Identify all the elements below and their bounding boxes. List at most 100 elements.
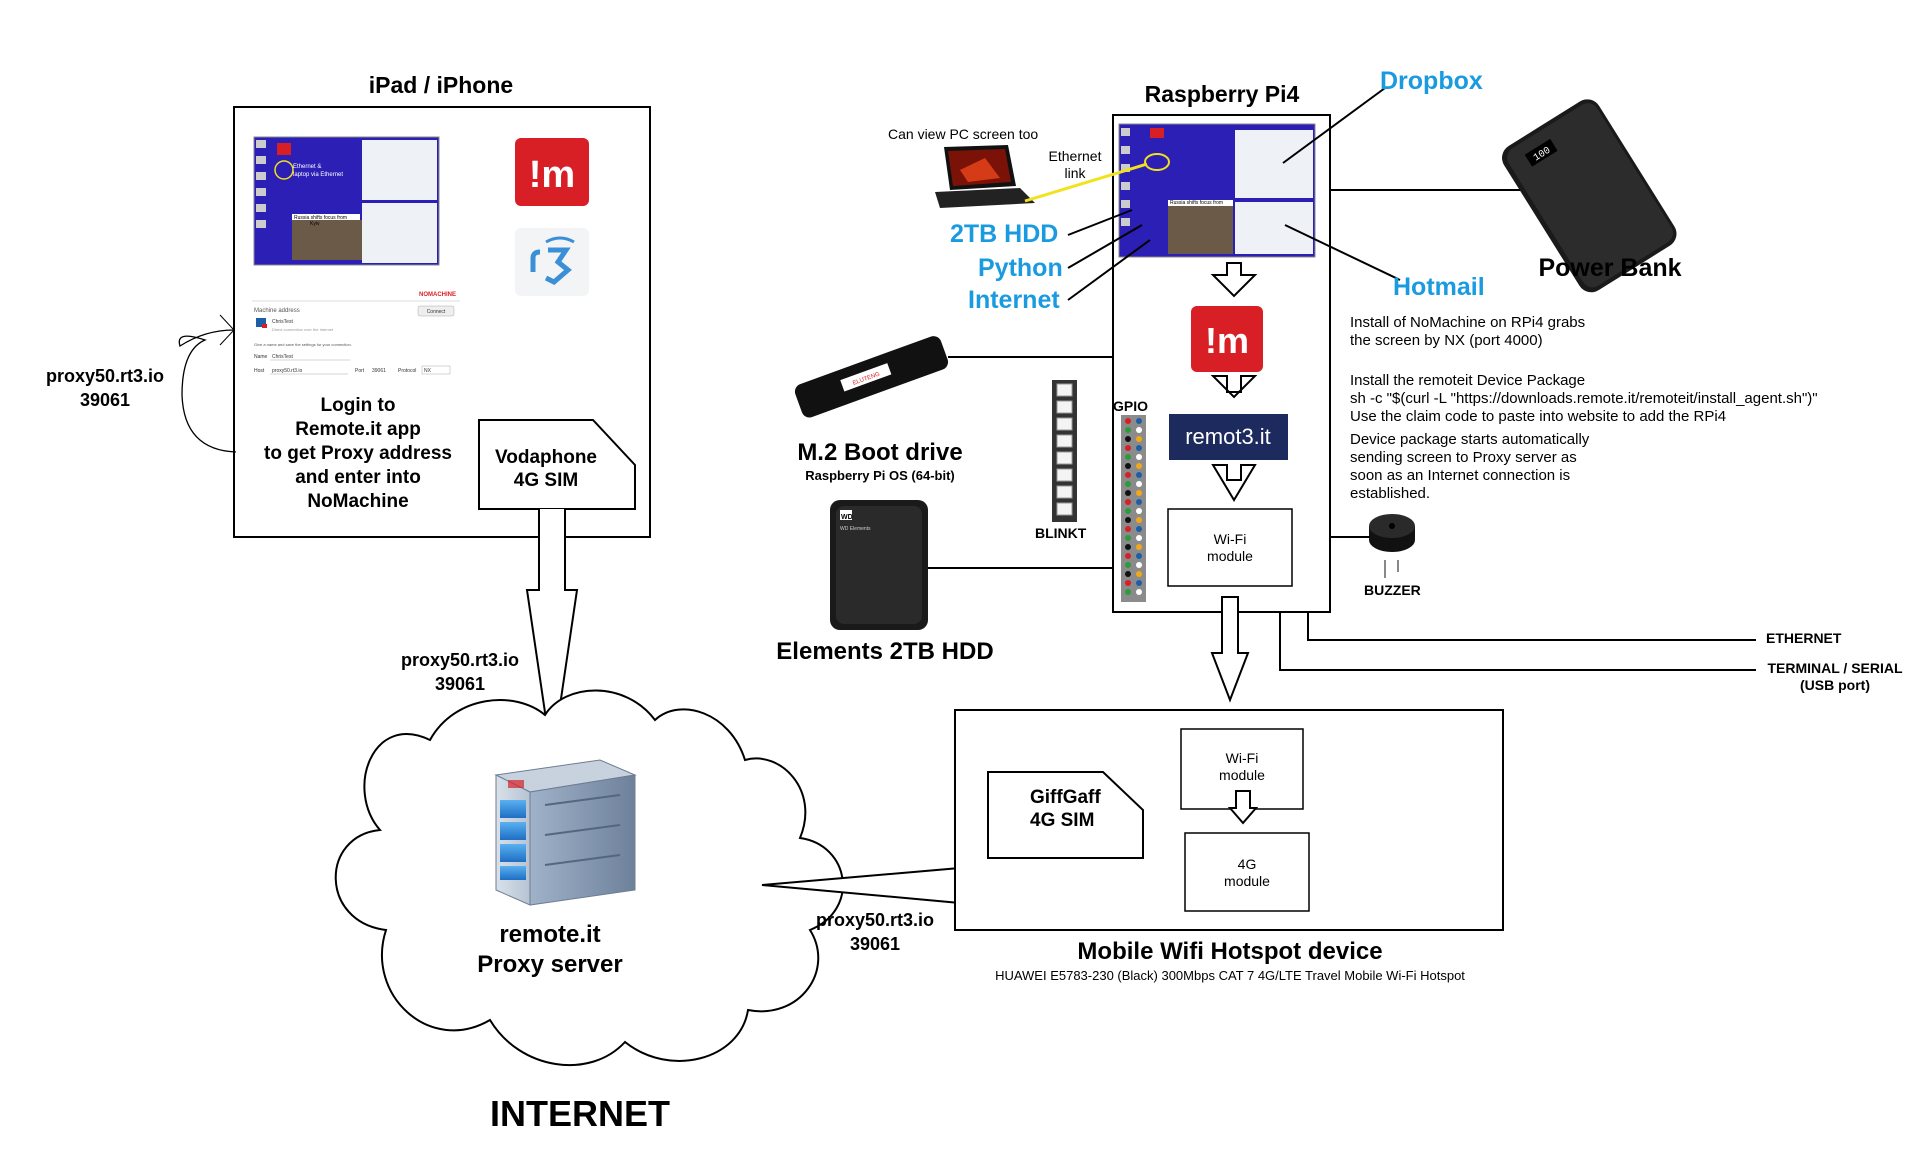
note-remoteit-line-2: sh -c "$(curl -L "https://downloads.remo… xyxy=(1350,390,1818,407)
note-remoteit-line-1: Install the remoteit Device Package xyxy=(1350,372,1586,389)
blinkt-led-strip xyxy=(1052,380,1077,522)
ipad-entry-desc: Direct connection over the Internet xyxy=(272,327,334,332)
ipad-entry-name: ChrisTest xyxy=(272,319,293,325)
vodaphone-sim-card xyxy=(478,419,636,510)
rpi-desktop-screenshot: Russia shifts focus from xyxy=(1118,123,1316,258)
vodaphone-sim-line-2: 4G SIM xyxy=(513,470,579,491)
note-nomachine-line-1: Install of NoMachine on RPi4 grabs xyxy=(1350,314,1586,331)
gpio-pin xyxy=(1136,472,1142,478)
ipad-connect-button[interactable]: Connect xyxy=(427,309,446,315)
gpio-pin xyxy=(1136,571,1142,577)
blinkt-led xyxy=(1056,417,1073,431)
power-bank-label: Power Bank xyxy=(1538,254,1682,282)
ipad-host-label: Host xyxy=(254,368,265,374)
rpi-connection-lines xyxy=(928,356,1756,671)
ipad-port-value: 39061 xyxy=(372,368,386,374)
login-line-2: Remote.it app xyxy=(295,419,421,440)
laptop-icon xyxy=(935,145,1035,208)
blinkt-label: BLINKT xyxy=(1035,525,1087,541)
hotspot-title: Mobile Wifi Hotspot device xyxy=(1077,938,1383,965)
ipad-login-instructions: Login to Remote.it app to get Proxy addr… xyxy=(258,394,458,514)
gpio-pin xyxy=(1125,526,1131,532)
gpio-pin xyxy=(1136,562,1142,568)
elements-hdd-title: Elements 2TB HDD xyxy=(776,638,994,665)
remoteit-app-icon xyxy=(515,228,589,296)
ipad-machine-address-label: Machine address xyxy=(254,308,300,314)
vodaphone-sim-line-1: Vodaphone xyxy=(494,447,598,468)
gpio-pin xyxy=(1136,454,1142,460)
proxy-server-icon xyxy=(494,759,637,906)
gpio-pin xyxy=(1125,472,1131,478)
gpio-pin xyxy=(1125,589,1131,595)
note-remoteit-line-3: Use the claim code to paste into website… xyxy=(1350,408,1727,425)
note-nomachine-line-2: the screen by NX (port 4000) xyxy=(1350,332,1543,349)
gpio-pin xyxy=(1136,508,1142,514)
ipad-proxy-address: proxy50.rt3.io 39061 xyxy=(30,364,180,412)
login-line-3: to get Proxy address xyxy=(264,443,452,464)
upper-proxy-address: proxy50.rt3.io 39061 xyxy=(385,648,535,696)
ipad-save-hint: Give a name and save the settings for yo… xyxy=(254,342,352,347)
giffgaff-line-2: 4G SIM xyxy=(1030,810,1095,831)
ipad-port-label: Port xyxy=(355,368,365,374)
gpio-pin xyxy=(1125,517,1131,523)
gpio-pin xyxy=(1136,418,1142,424)
proxy-server-line-1: remote.it xyxy=(499,921,601,948)
hotspot-4g-line-2: module xyxy=(1224,873,1270,889)
proxy-server-label: remote.it Proxy server xyxy=(470,920,630,980)
upper-proxy-host: proxy50.rt3.io xyxy=(400,650,520,670)
blinkt-led xyxy=(1056,383,1073,397)
ipad-screen-caption-1: Ethernet & xyxy=(293,164,321,170)
ipad-screen-caption-2: laptop via Ethernet xyxy=(293,172,343,178)
dropbox-label: Dropbox xyxy=(1380,67,1483,95)
proxy-address-handwritten-loop xyxy=(178,329,237,453)
gpio-pin xyxy=(1125,562,1131,568)
rpi-nomachine-logo: !m xyxy=(1191,262,1263,399)
lower-proxy-address: proxy50.rt3.io 39061 xyxy=(800,908,950,956)
gpio-pin xyxy=(1136,589,1142,595)
gpio-pin xyxy=(1136,463,1142,469)
gpio-pin xyxy=(1125,463,1131,469)
gpio-pin xyxy=(1125,580,1131,586)
gpio-pin xyxy=(1125,499,1131,505)
hotspot-4g-module-box xyxy=(1184,832,1310,912)
ipad-name-label: Name xyxy=(254,354,268,360)
svg-text:WD: WD xyxy=(841,514,853,521)
hdd-link-label: 2TB HDD xyxy=(950,220,1059,248)
proxy-server-line-2: Proxy server xyxy=(477,951,623,978)
hotspot-wifi-line-1: Wi-Fi xyxy=(1225,750,1259,766)
gpio-pin xyxy=(1136,526,1142,532)
gpio-pin xyxy=(1125,535,1131,541)
gpio-pin xyxy=(1136,499,1142,505)
login-line-1: Login to xyxy=(320,395,396,416)
blinkt-led xyxy=(1056,400,1073,414)
hotspot-wifi-line-2: module xyxy=(1219,767,1265,783)
blinkt-led xyxy=(1056,468,1073,482)
ipad-protocol-label: Protocol xyxy=(398,368,416,374)
gpio-pin xyxy=(1136,544,1142,550)
ethernet-port-label: ETHERNET xyxy=(1766,630,1842,646)
terminal-line-1: TERMINAL / SERIAL xyxy=(1767,660,1903,676)
ipad-host-value: proxy50.rt3.io xyxy=(272,368,303,374)
gpio-pin xyxy=(1136,535,1142,541)
gpio-pin xyxy=(1125,544,1131,550)
gpio-pin xyxy=(1136,427,1142,433)
lower-proxy-port: 39061 xyxy=(849,934,901,954)
m2-drive-title: M.2 Boot drive xyxy=(797,439,963,466)
ipad-nomachine-brand: NOMACHINE xyxy=(419,292,456,298)
vodaphone-sim-label: Vodaphone 4G SIM xyxy=(486,446,606,492)
rpi-wifi-module-label: Wi-Fi module xyxy=(1168,531,1292,565)
hotspot-subtitle: HUAWEI E5783-230 (Black) 300Mbps CAT 7 4… xyxy=(995,968,1465,983)
gpio-label: GPIO xyxy=(1113,398,1149,414)
ipad-protocol-select[interactable]: NX xyxy=(424,368,432,374)
gpio-pin xyxy=(1125,553,1131,559)
upper-proxy-port: 39061 xyxy=(434,674,486,694)
ethernet-link-line-2: link xyxy=(1064,165,1086,181)
hotmail-label: Hotmail xyxy=(1393,273,1485,301)
blinkt-led xyxy=(1056,434,1073,448)
rpi-to-hotspot-arrow xyxy=(1210,596,1250,703)
gpio-pin xyxy=(1136,481,1142,487)
gpio-pin xyxy=(1125,490,1131,496)
hotspot-wifi-module-label: Wi-Fi module xyxy=(1181,750,1303,784)
elements-hdd-icon: WD WD Elements xyxy=(830,500,928,630)
ethernet-link-label: Ethernet link xyxy=(1040,148,1110,182)
